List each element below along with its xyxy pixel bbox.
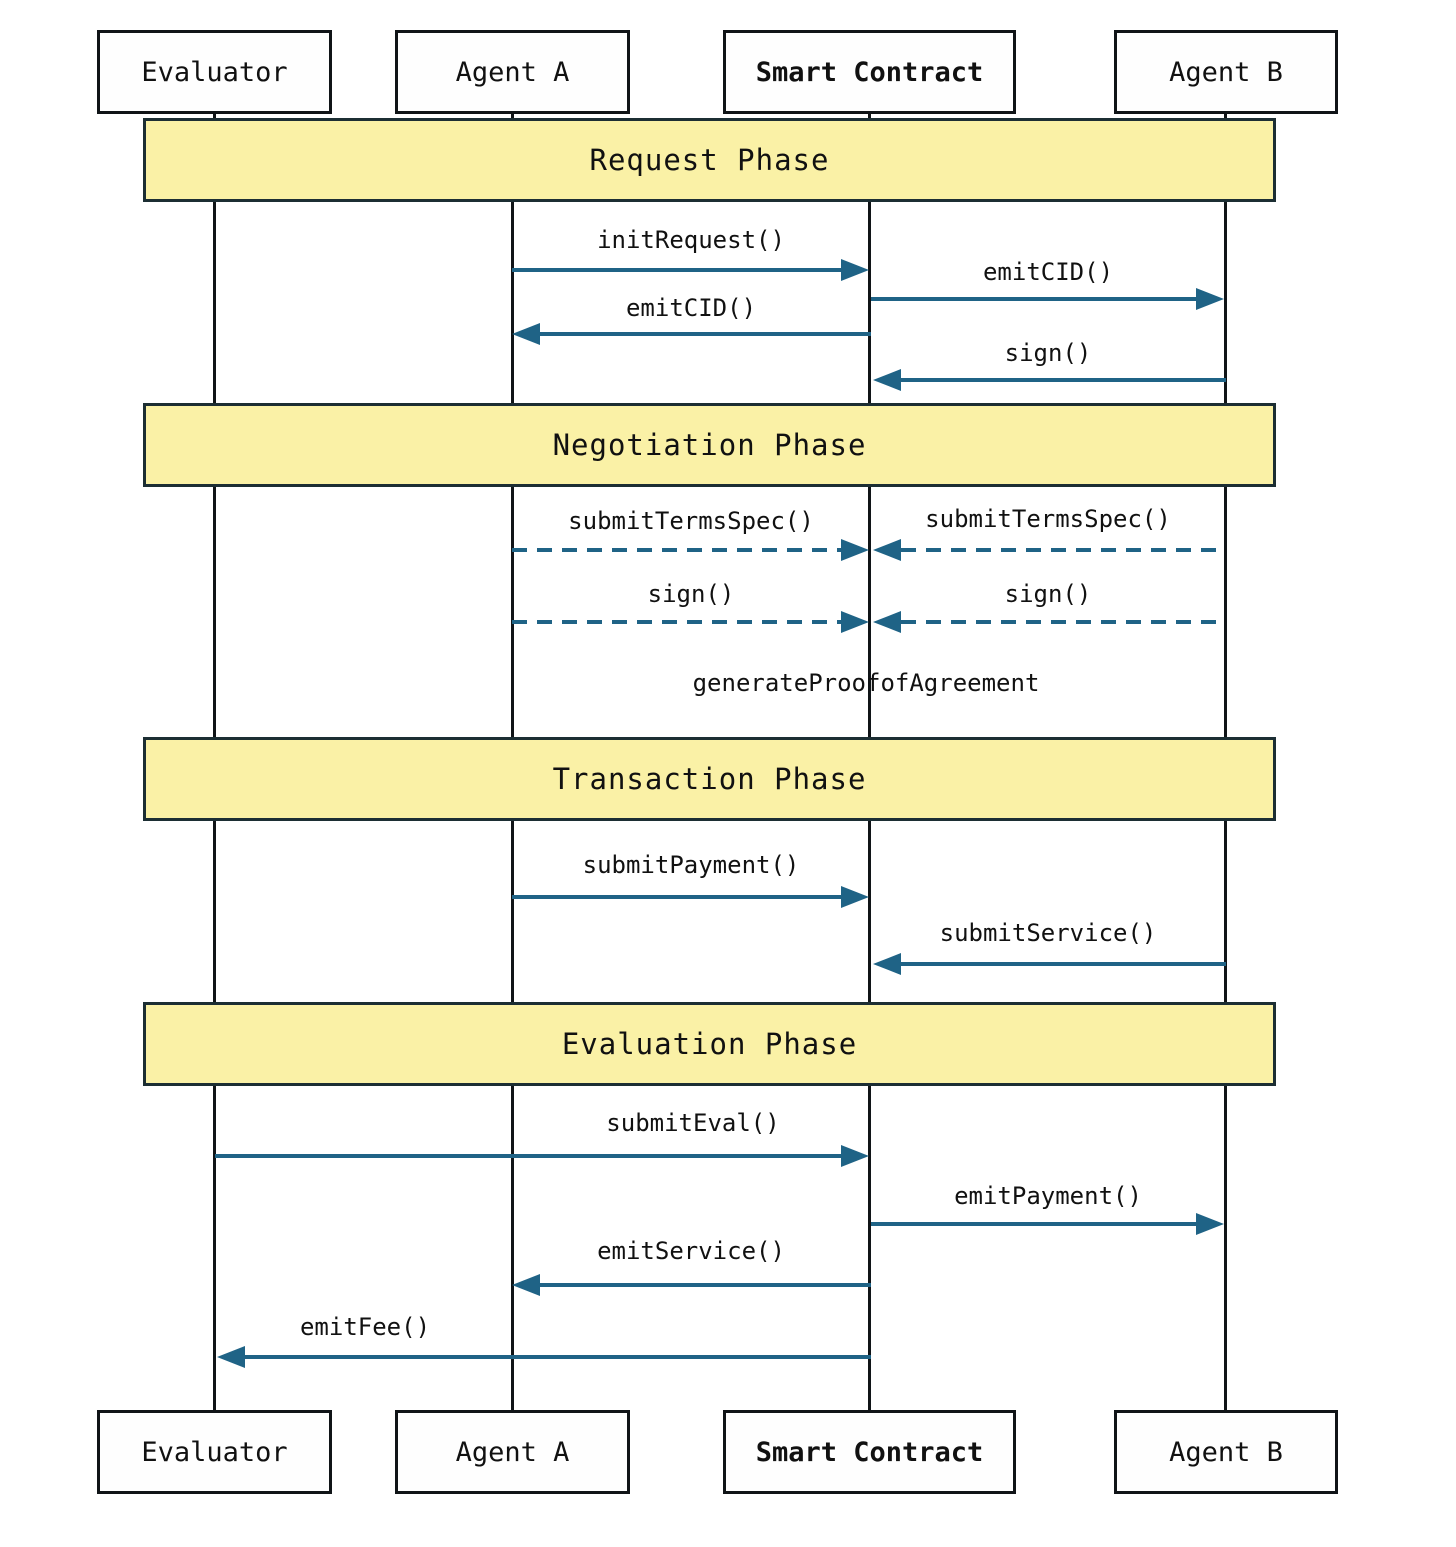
arrowhead-left-icon [873, 369, 901, 391]
actor-box-agent-a-top: Agent A [395, 30, 630, 114]
actor-label: Evaluator [141, 1436, 288, 1468]
message-line [245, 1355, 871, 1359]
message-label: sign() [1004, 339, 1092, 367]
actor-box-agent-b-bottom: Agent B [1114, 1410, 1338, 1494]
arrowhead-left-icon [873, 539, 901, 561]
message-label: emitService() [597, 1237, 785, 1265]
actor-label: Agent A [455, 56, 570, 88]
message-line [871, 297, 1196, 301]
arrowhead-left-icon [873, 611, 901, 633]
message-label: sign() [647, 580, 735, 608]
arrowhead-left-icon [512, 1274, 540, 1296]
message-label: submitTermsSpec() [925, 505, 1171, 533]
message-line [901, 962, 1226, 966]
message-line [512, 620, 841, 624]
message-line [540, 332, 871, 336]
message-label: submitService() [939, 919, 1157, 947]
actor-label: Agent A [455, 1436, 570, 1468]
actor-label: Smart Contract [755, 56, 984, 88]
message-label: emitCID() [982, 258, 1114, 286]
message-label: sign() [1004, 580, 1092, 608]
actor-label: Evaluator [141, 56, 288, 88]
actor-box-agent-a-bottom: Agent A [395, 1410, 630, 1494]
message-label: emitCID() [625, 294, 757, 322]
message-line [512, 895, 841, 899]
arrowhead-left-icon [217, 1346, 245, 1368]
phase-label: Evaluation Phase [561, 1027, 858, 1061]
actor-box-smart-contract-top: Smart Contract [723, 30, 1016, 114]
message-label: submitPayment() [582, 851, 800, 879]
message-line [215, 1154, 841, 1158]
actor-box-smart-contract-bottom: Smart Contract [723, 1410, 1016, 1494]
actor-label: Agent B [1169, 1436, 1283, 1468]
phase-band-evaluation: Evaluation Phase [143, 1002, 1276, 1086]
arrowhead-right-icon [1196, 1213, 1224, 1235]
message-label: emitFee() [299, 1313, 431, 1341]
message-line [901, 548, 1226, 552]
phase-label: Transaction Phase [552, 762, 867, 796]
message-label: submitEval() [606, 1109, 780, 1137]
message-line [901, 620, 1226, 624]
message-line [871, 1222, 1196, 1226]
phase-label: Request Phase [589, 143, 830, 177]
actor-label: Agent B [1169, 56, 1283, 88]
arrowhead-right-icon [841, 886, 869, 908]
arrowhead-right-icon [841, 259, 869, 281]
phase-label: Negotiation Phase [552, 428, 867, 462]
arrowhead-right-icon [841, 611, 869, 633]
arrowhead-right-icon [841, 1145, 869, 1167]
arrowhead-right-icon [841, 539, 869, 561]
message-label: emitPayment() [954, 1182, 1142, 1210]
message-label: submitTermsSpec() [568, 507, 814, 535]
actor-box-evaluator-top: Evaluator [97, 30, 332, 114]
phase-band-transaction: Transaction Phase [143, 737, 1276, 821]
actor-box-agent-b-top: Agent B [1114, 30, 1338, 114]
arrowhead-left-icon [512, 323, 540, 345]
message-line [540, 1283, 871, 1287]
phase-band-negotiation: Negotiation Phase [143, 403, 1276, 487]
arrowhead-right-icon [1196, 288, 1224, 310]
phase-band-request: Request Phase [143, 118, 1276, 202]
message-line [901, 378, 1226, 382]
message-line [512, 268, 841, 272]
actor-label: Smart Contract [755, 1436, 984, 1468]
actor-box-evaluator-bottom: Evaluator [97, 1410, 332, 1494]
message-label: initRequest() [597, 226, 785, 254]
arrowhead-left-icon [873, 953, 901, 975]
message-line [512, 548, 841, 552]
message-label: generateProofofAgreement [692, 669, 1040, 697]
